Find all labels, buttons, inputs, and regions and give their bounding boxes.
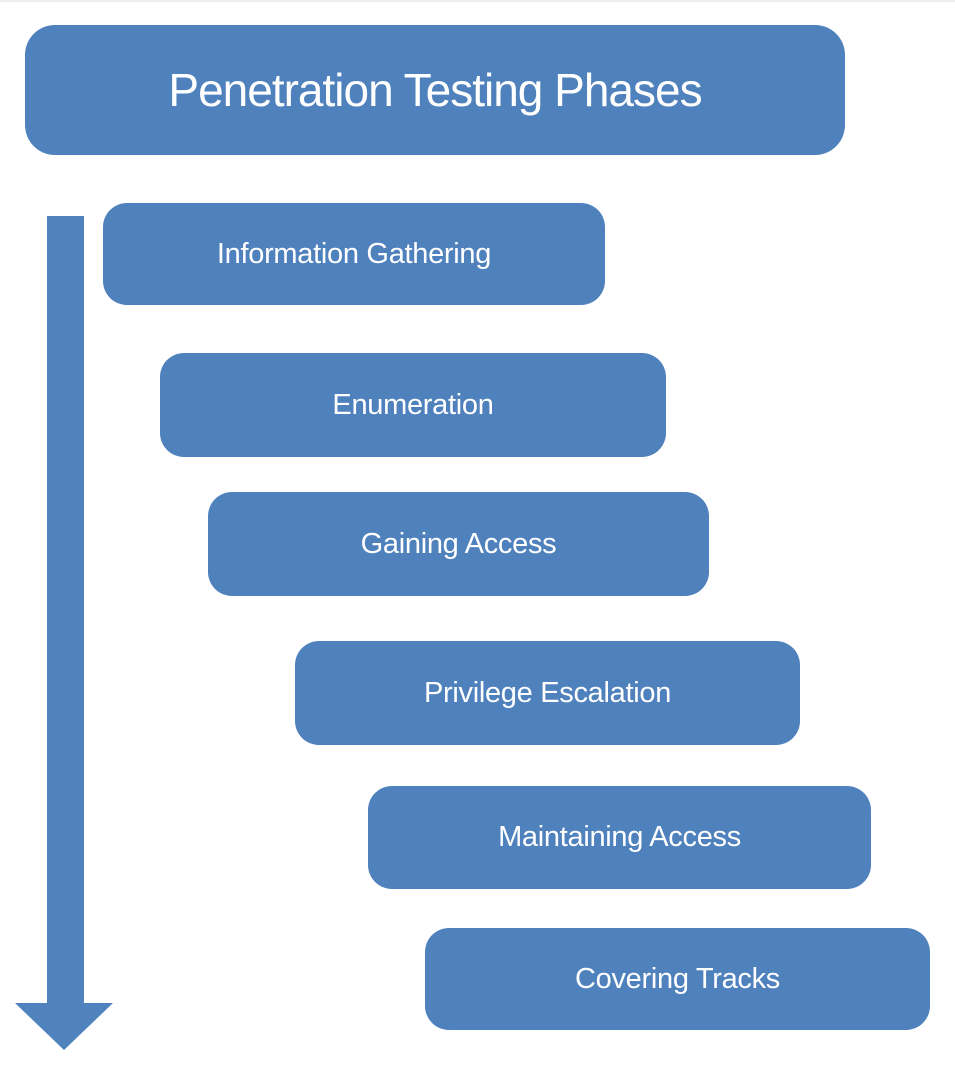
phase-label: Maintaining Access — [498, 821, 741, 853]
phase-box-maintaining-access: Maintaining Access — [368, 786, 871, 889]
phase-box-information-gathering: Information Gathering — [103, 203, 605, 305]
arrow-head-icon — [15, 1003, 113, 1050]
phase-label: Gaining Access — [360, 527, 557, 560]
phase-box-privilege-escalation: Privilege Escalation — [295, 641, 800, 745]
phase-box-gaining-access: Gaining Access — [208, 492, 709, 596]
diagram-title-box: Penetration Testing Phases — [25, 25, 845, 155]
arrow-shaft — [47, 216, 84, 1003]
phase-label: Covering Tracks — [574, 962, 780, 995]
phase-label: Enumeration — [332, 388, 494, 421]
phase-box-covering-tracks: Covering Tracks — [425, 928, 930, 1030]
top-edge-line — [0, 0, 955, 2]
phase-box-enumeration: Enumeration — [160, 353, 666, 457]
phase-label: Information Gathering — [216, 237, 492, 270]
phase-label: Privilege Escalation — [423, 676, 672, 709]
diagram-title: Penetration Testing Phases — [168, 64, 702, 116]
